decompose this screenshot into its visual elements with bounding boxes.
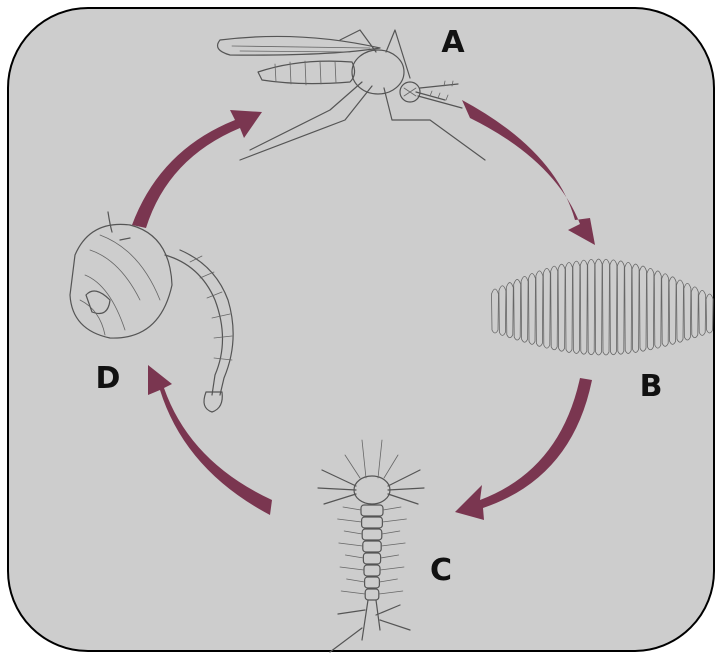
- diagram-panel: [8, 8, 714, 651]
- stage-label-b: B: [640, 369, 663, 404]
- stage-label-d: D: [96, 361, 121, 396]
- stage-label-a: A: [441, 25, 465, 60]
- stage-label-c: C: [430, 553, 452, 588]
